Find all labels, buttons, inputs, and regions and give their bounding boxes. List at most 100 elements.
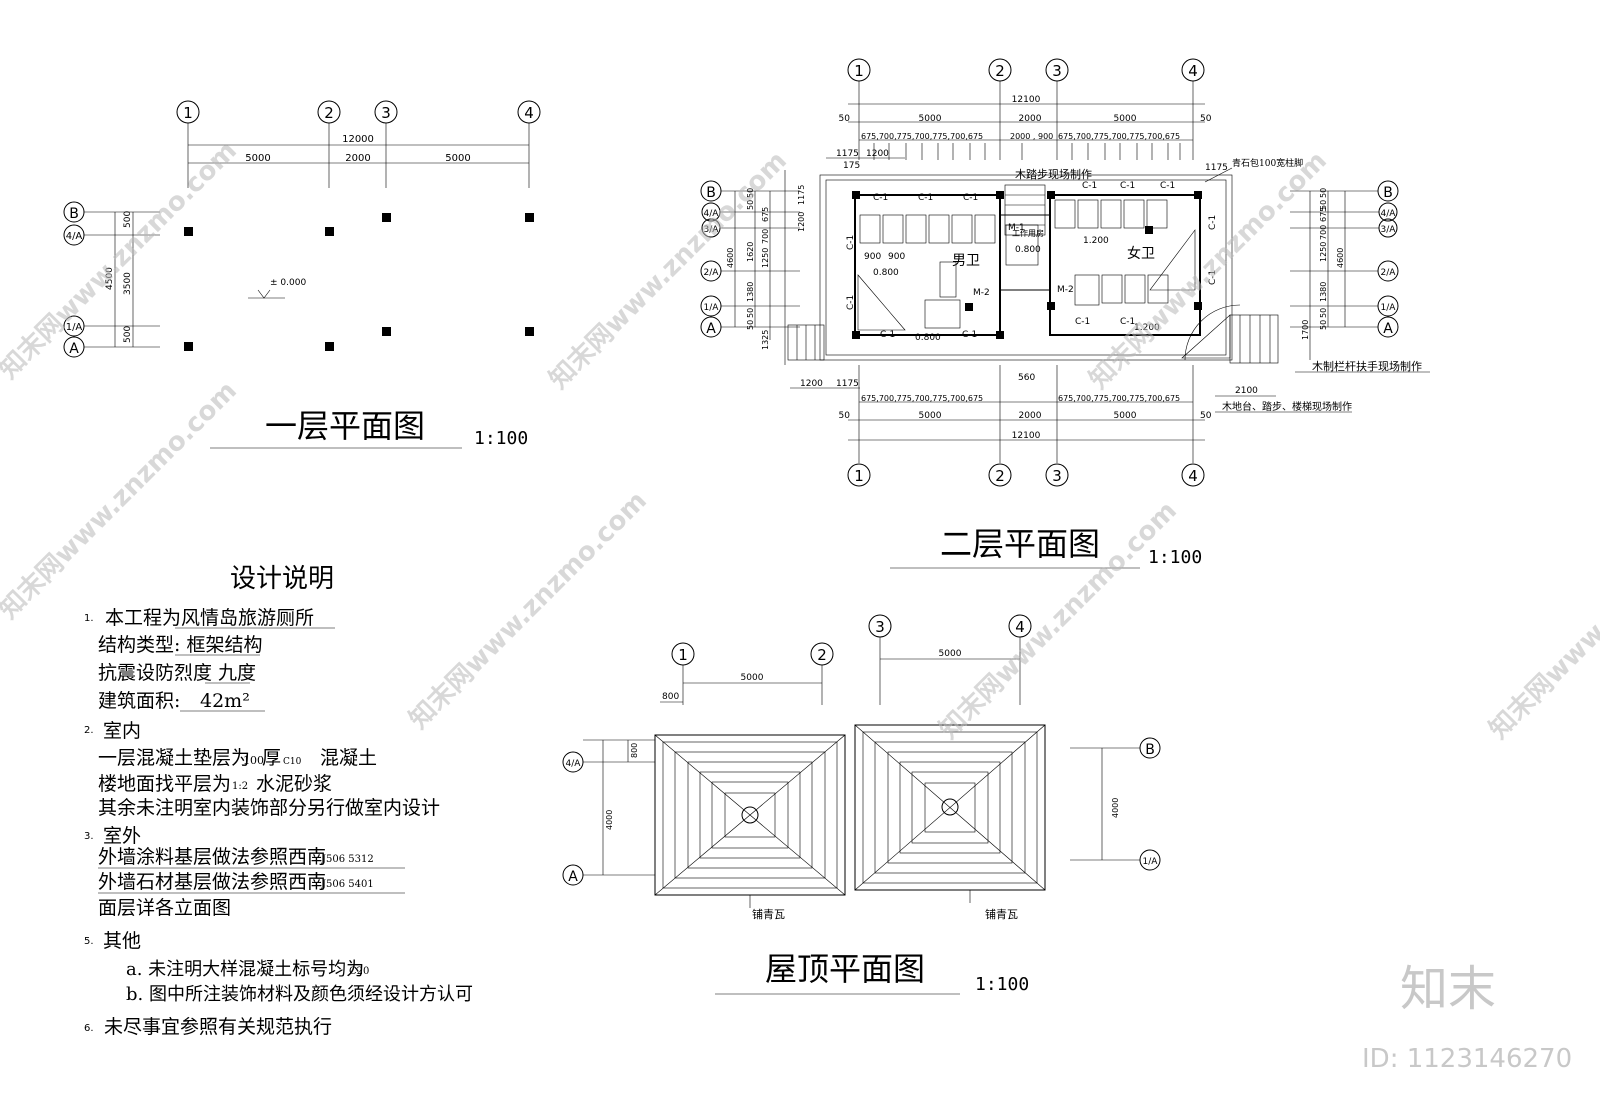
svg-text:4000: 4000 [1111, 798, 1120, 818]
svg-text:M-2: M-2 [973, 288, 990, 298]
svg-text:知末网www.znzmo.com: 知末网www.znzmo.com [0, 136, 243, 385]
svg-text:1/A: 1/A [1381, 303, 1397, 313]
axis-bubble-3A-right: 3/A [1378, 218, 1398, 238]
svg-text:4/A: 4/A [704, 209, 720, 219]
svg-text:C-1: C-1 [963, 193, 978, 203]
svg-text:B: B [1383, 185, 1393, 201]
callout-platform: 木地台、踏步、楼梯现场制作 [1222, 400, 1352, 413]
axis-bubble-B: B [1139, 737, 1161, 759]
axis-bubble-3: 3 [868, 614, 892, 638]
svg-text:面层详各立面图: 面层详各立面图 [98, 897, 231, 919]
room-female: 女卫 [1127, 245, 1155, 262]
svg-text:2100: 2100 [1235, 386, 1258, 396]
svg-text:4/A: 4/A [1381, 209, 1397, 219]
svg-text:混凝土: 混凝土 [320, 747, 377, 769]
plan-title: 一层平面图 [265, 407, 425, 445]
column [184, 342, 193, 351]
svg-text:4/A: 4/A [66, 231, 83, 242]
axis-bubble-1A-right: 1/A [1377, 295, 1399, 317]
svg-text:B: B [706, 185, 716, 201]
notes-heading: 设计说明 [230, 564, 334, 594]
svg-text:5000: 5000 [741, 673, 764, 683]
axis-bubble-B-left: B [700, 180, 722, 202]
svg-text:50: 50 [746, 308, 755, 318]
svg-text:外墙石材基层做法参照西南: 外墙石材基层做法参照西南 [98, 871, 326, 893]
svg-text:50: 50 [1319, 308, 1328, 318]
svg-text:C-1: C-1 [962, 330, 977, 340]
svg-text:4: 4 [524, 104, 534, 122]
svg-text:2.: 2. [84, 725, 94, 736]
svg-text:50: 50 [1319, 188, 1328, 198]
svg-text:1: 1 [854, 62, 864, 80]
second-floor-plan: 1 2 3 4 12100 50 5000 2000 5000 50 675,7… [700, 58, 1430, 569]
svg-text:知末网www.znzmo.com: 知末网www.znzmo.com [1484, 496, 1600, 745]
svg-text:C-1: C-1 [846, 295, 856, 310]
svg-text:3: 3 [381, 104, 391, 122]
axis-bubble-3: 3 [374, 100, 398, 124]
svg-text:675: 675 [1319, 207, 1328, 222]
svg-text:560: 560 [1018, 373, 1035, 383]
svg-text:C-1: C-1 [1160, 181, 1175, 191]
axis-bubble-B: B [63, 201, 85, 223]
axis-bubble-2: 2 [988, 58, 1012, 82]
svg-text:675: 675 [761, 207, 770, 222]
svg-text:1380: 1380 [746, 282, 755, 302]
svg-text:1380: 1380 [1319, 282, 1328, 302]
axis-bubble-2: 2 [317, 100, 341, 124]
svg-text:C-1: C-1 [1075, 317, 1090, 327]
axis-bubble-4A: 4/A [63, 224, 85, 246]
svg-text:675,700,775,700,775,700,675: 675,700,775,700,775,700,675 [1058, 132, 1180, 141]
column [525, 327, 534, 336]
svg-text:其余未注明室内装饰部分另行做室内设计: 其余未注明室内装饰部分另行做室内设计 [98, 797, 440, 819]
svg-text:4600: 4600 [726, 248, 735, 268]
dim-total: 12000 [342, 134, 374, 145]
svg-text:C-1: C-1 [1082, 181, 1097, 191]
axis-bubble-4A: 4/A [562, 751, 584, 773]
axis-bubble-1: 1 [176, 100, 200, 124]
svg-text:C-1: C-1 [1208, 215, 1218, 230]
svg-text:b. 图中所注装饰材料及颜色须经设计方认可: b. 图中所注装饰材料及颜色须经设计方认可 [126, 984, 473, 1005]
svg-text:5000: 5000 [1114, 411, 1137, 421]
svg-text:1620: 1620 [746, 242, 755, 262]
svg-text:50: 50 [746, 200, 755, 210]
svg-text:1: 1 [678, 646, 688, 664]
axis-bubble-2A-right: 2/A [1377, 260, 1399, 282]
svg-text:外墙涂料基层做法参照西南: 外墙涂料基层做法参照西南 [98, 846, 326, 868]
svg-text:50: 50 [1319, 200, 1328, 210]
svg-text:抗震设防烈度 九度: 抗震设防烈度 九度 [98, 662, 256, 684]
svg-text:3.: 3. [84, 831, 94, 842]
svg-text:700: 700 [1319, 225, 1328, 240]
svg-text:50: 50 [1200, 114, 1212, 124]
svg-text:5000: 5000 [919, 411, 942, 421]
svg-text:其他: 其他 [103, 930, 141, 952]
svg-text:± 0.000: ± 0.000 [270, 278, 306, 288]
column [325, 227, 334, 236]
axis-bubble-1A: 1/A [1139, 849, 1161, 871]
svg-text:900: 900 [864, 252, 881, 262]
axis-bubble-A: A [562, 864, 584, 886]
svg-text:知末网www.znzmo.com: 知末网www.znzmo.com [0, 376, 243, 625]
svg-text:0.800: 0.800 [915, 333, 941, 343]
svg-text:2000: 2000 [1019, 114, 1042, 124]
axis-bubble-4: 4 [1181, 58, 1205, 82]
tick-row [873, 143, 1181, 160]
svg-text:4: 4 [1188, 62, 1198, 80]
plan-title: 二层平面图 [940, 525, 1100, 563]
svg-text:2: 2 [324, 104, 334, 122]
svg-text:2: 2 [817, 646, 827, 664]
brand-mark: 知末 [1400, 961, 1496, 1017]
svg-text:500: 500 [123, 326, 133, 343]
svg-text:1.200: 1.200 [1083, 236, 1109, 246]
axis-bubble-1: 1 [671, 642, 695, 666]
callout-railing: 木制栏杆扶手现场制作 [1312, 359, 1422, 373]
svg-text:M-1: M-1 [1008, 223, 1025, 233]
room-male: 男卫 [952, 253, 980, 269]
svg-text:C-1: C-1 [880, 330, 895, 340]
svg-text:水泥砂浆: 水泥砂浆 [256, 773, 332, 795]
svg-text:2/A: 2/A [1381, 268, 1397, 278]
tile-label: 铺青瓦 [752, 908, 785, 921]
svg-text:建筑面积:: 建筑面积: [98, 690, 180, 712]
axis-bubble-1A-left: 1/A [700, 295, 722, 317]
svg-text:1/A: 1/A [704, 303, 720, 313]
svg-text:1250: 1250 [1319, 242, 1328, 262]
